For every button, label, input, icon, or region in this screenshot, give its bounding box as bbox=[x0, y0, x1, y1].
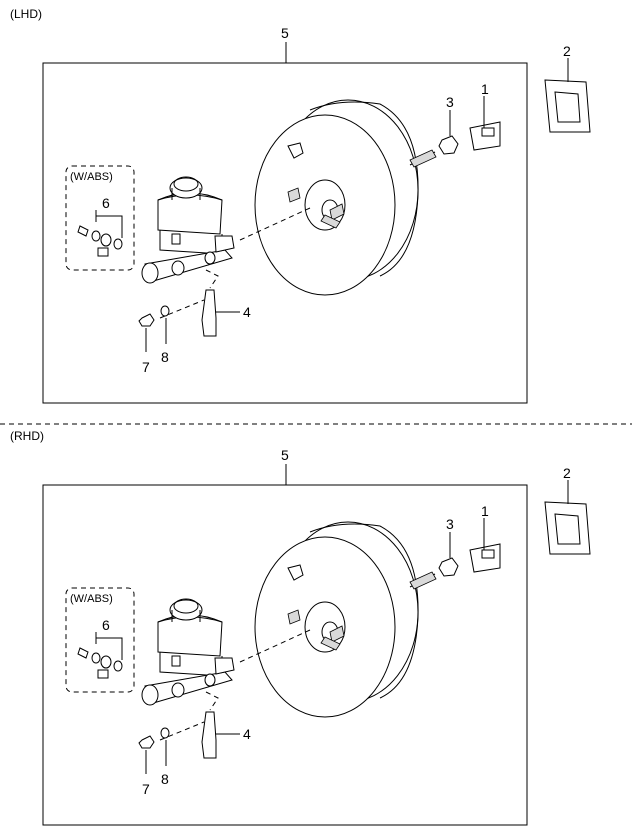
abs-label: (W/ABS) bbox=[70, 593, 113, 605]
callout-8: 8 bbox=[161, 771, 169, 787]
callout-8: 8 bbox=[161, 349, 169, 365]
callout-7: 7 bbox=[142, 359, 150, 375]
callout-2: 2 bbox=[563, 465, 571, 481]
callout-5: 5 bbox=[281, 447, 289, 463]
section-title: (RHD) bbox=[10, 429, 44, 443]
callout-6: 6 bbox=[102, 617, 110, 633]
callout-2: 2 bbox=[563, 43, 571, 59]
abs-label: (W/ABS) bbox=[70, 171, 113, 183]
callout-1: 1 bbox=[481, 81, 489, 97]
callout-7: 7 bbox=[142, 781, 150, 797]
callout-4: 4 bbox=[243, 726, 251, 742]
callout-4: 4 bbox=[243, 304, 251, 320]
callout-5: 5 bbox=[281, 25, 289, 41]
callout-3: 3 bbox=[446, 516, 454, 532]
section-title: (LHD) bbox=[10, 7, 42, 21]
callout-1: 1 bbox=[481, 503, 489, 519]
section-rhd: (RHD) (W/ABS) 1 2 3 4 5 6 7 8 bbox=[10, 429, 591, 826]
callout-3: 3 bbox=[446, 94, 454, 110]
callout-6: 6 bbox=[102, 195, 110, 211]
section-lhd: (LHD) (W/ABS) 1 2 3 4 5 6 7 8 bbox=[10, 7, 591, 404]
